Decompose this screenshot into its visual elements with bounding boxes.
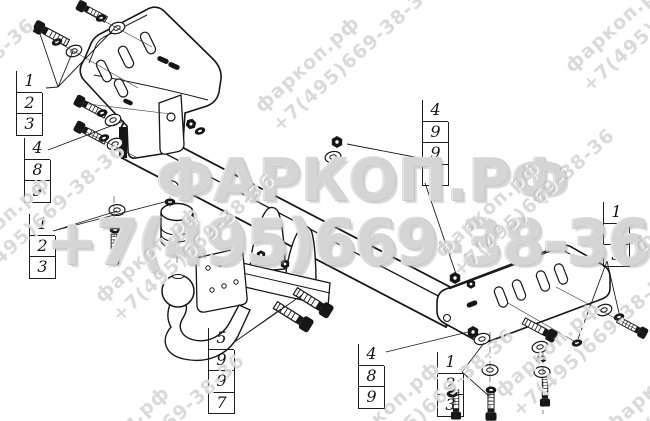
callout-number: 4 (25, 138, 50, 160)
right-bracket (436, 244, 611, 344)
callout-number: 8 (25, 159, 51, 181)
callout-number: 9 (423, 143, 449, 165)
callout-number: 1 (17, 71, 42, 93)
callout-number: 4 (423, 100, 448, 122)
callout-number: 8 (359, 365, 385, 387)
callout-number: 2 (438, 373, 464, 395)
callout-lower-left: 1 2 3 (29, 214, 56, 279)
callout-number: 7 (209, 392, 235, 414)
callout-number: 3 (604, 245, 630, 267)
callout-number: 1 (604, 202, 629, 224)
callout-number: 3 (438, 395, 464, 417)
tow-ball (161, 274, 251, 362)
callout-number: 5 (209, 328, 234, 350)
callout-number: 9 (209, 371, 235, 393)
callout-number: 3 (30, 257, 56, 279)
leader-lines (39, 28, 620, 397)
callout-number: 2 (17, 92, 43, 114)
callout-number: 6 (423, 164, 449, 186)
callout-top-left: 1 2 3 (16, 71, 43, 136)
callout-number: 2 (604, 223, 630, 245)
left-bracket (79, 6, 222, 159)
callout-number: 1 (30, 214, 55, 236)
ball-cover-cap (160, 202, 194, 250)
callout-number: 9 (359, 387, 385, 409)
callout-mid-left: 4 8 9 (24, 138, 51, 203)
callout-number: 2 (30, 235, 56, 257)
callout-number: 9 (25, 181, 51, 203)
callout-bottom-center: 4 8 9 (358, 344, 385, 409)
callout-bottom-right: 1 2 3 (437, 352, 464, 417)
callout-bottom-left: 5 9 9 7 (208, 328, 235, 414)
callout-right: 1 2 3 (603, 202, 630, 267)
callout-top-right: 4 9 9 6 (422, 100, 449, 186)
callout-number: 1 (438, 352, 463, 374)
callout-number: 9 (423, 121, 449, 143)
callout-number: 4 (359, 344, 384, 366)
callout-number: 9 (209, 349, 235, 371)
callout-number: 3 (17, 114, 43, 136)
